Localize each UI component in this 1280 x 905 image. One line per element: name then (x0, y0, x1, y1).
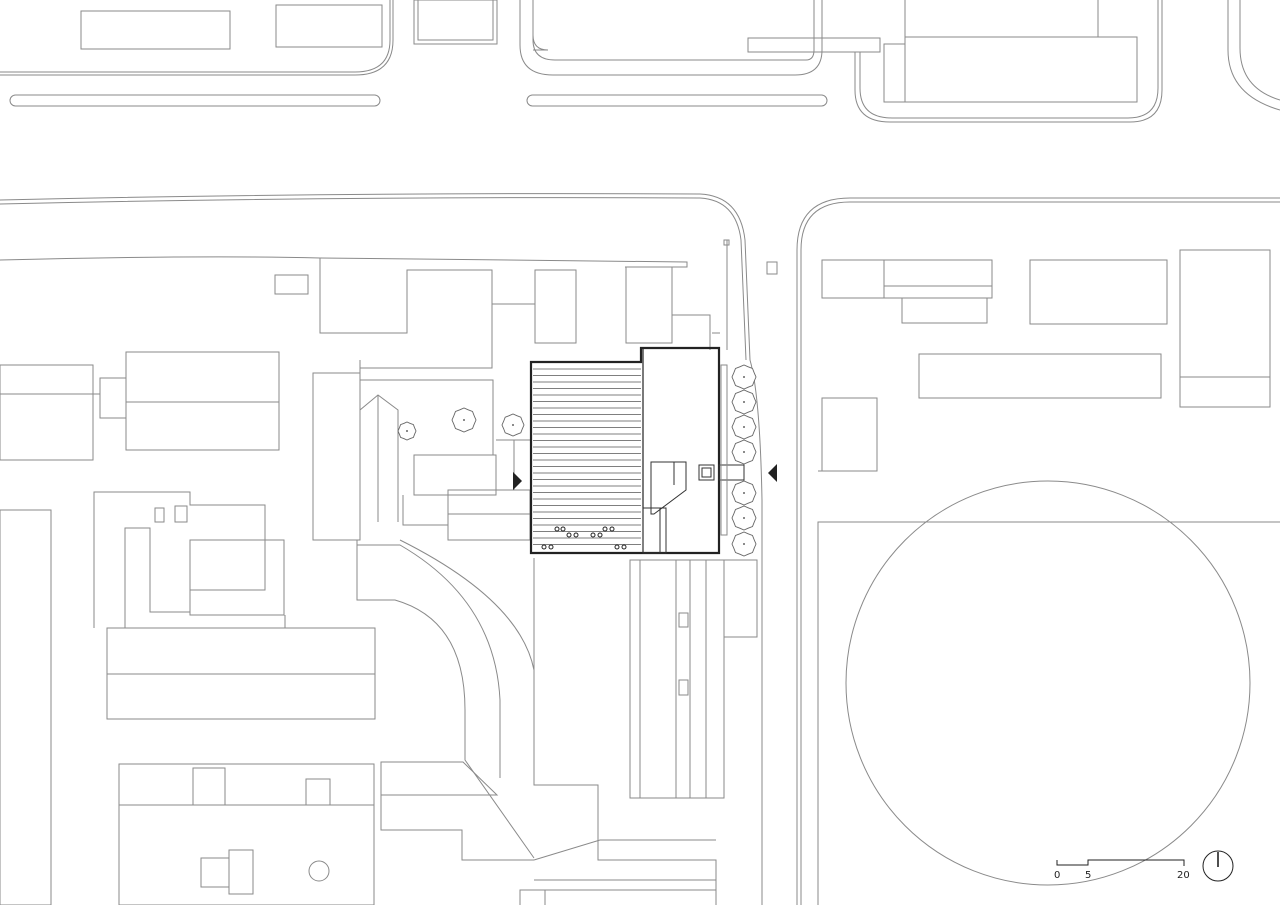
seat (621, 544, 627, 550)
east-blocks (817, 249, 1280, 905)
tree-icon (501, 413, 525, 437)
tree-icon (731, 389, 757, 415)
seat (614, 544, 620, 550)
tree-icon (731, 505, 757, 531)
entrance-marker-west (513, 472, 522, 490)
seat (541, 544, 547, 550)
tree-icon (731, 364, 757, 390)
trees (397, 364, 757, 557)
seat (602, 526, 608, 532)
seat (590, 532, 596, 538)
scale-bar: 0 5 20 (1054, 859, 1190, 881)
seat (566, 532, 572, 538)
seat (560, 526, 566, 532)
tree-icon (731, 531, 757, 557)
seat (597, 532, 603, 538)
north-blocks (0, 0, 1280, 123)
seat (573, 532, 579, 538)
seat (548, 544, 554, 550)
tree-icon (731, 414, 757, 440)
streets (0, 193, 1280, 905)
north-arrow-icon (1202, 850, 1234, 882)
tree-icon (397, 421, 417, 441)
tree-icon (731, 439, 757, 465)
main-building (529, 346, 745, 555)
entrance-marker-east (768, 464, 777, 482)
circular-structure (845, 480, 1251, 886)
roof-hatch (533, 368, 641, 545)
seat (554, 526, 560, 532)
tree-icon (731, 480, 757, 506)
tree-icon (451, 407, 477, 433)
scale-label-0: 0 (1054, 870, 1060, 881)
west-blocks (0, 256, 758, 905)
seat (609, 526, 615, 532)
seating-dots (541, 526, 627, 550)
scale-label-20: 20 (1177, 870, 1190, 881)
scale-label-5: 5 (1085, 870, 1091, 881)
